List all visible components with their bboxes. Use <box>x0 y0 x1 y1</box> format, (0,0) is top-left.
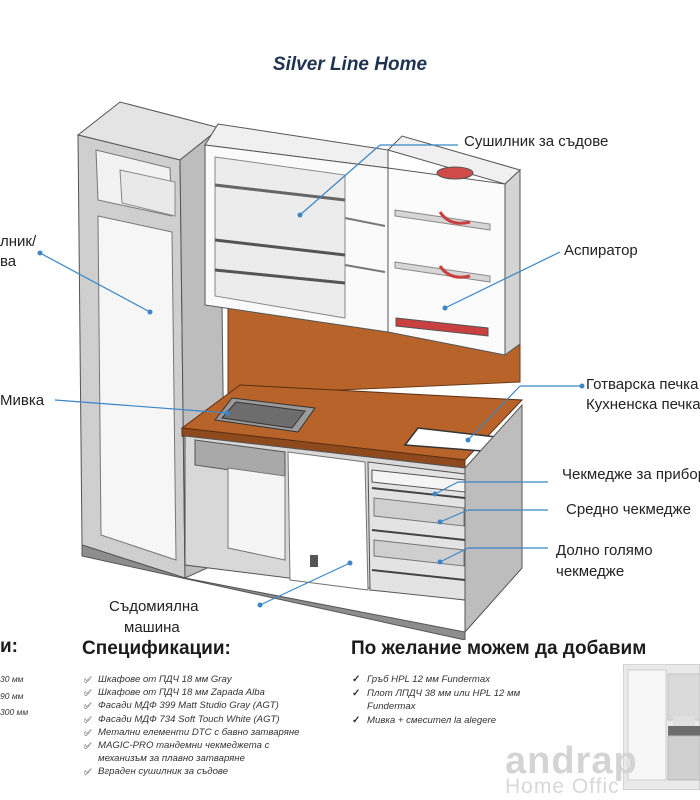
callout-dishwasher-1: Съдомиялна <box>109 598 199 615</box>
spec-item: ✅︎Шкафове от ПДЧ 18 мм Zapada Alba <box>84 686 308 699</box>
check-circle-icon: ✅︎ <box>84 727 92 738</box>
specs-heading: Спецификации: <box>82 638 231 659</box>
left-column-heading: и: <box>0 636 19 657</box>
optional-item: ✓Мивка + смесител la alegere <box>352 714 497 726</box>
callout-bottom-drawer-1: Долно голямо <box>556 542 653 559</box>
callout-bottom-drawer-2: чекмедже <box>556 563 625 580</box>
callout-sink: Мивка <box>0 392 45 409</box>
callout-left-fridge-2: ва <box>0 253 17 270</box>
spec-item: ✅︎Фасади МДФ 399 Matt Studio Gray (AGT) <box>84 699 308 712</box>
spec-item: ✅︎Метални елементи DTC с бавно затваряне <box>84 726 308 739</box>
spec-item: ✅︎Фасади МДФ 734 Soft Touch White (AGT) <box>84 713 308 726</box>
check-circle-icon: ✅︎ <box>84 714 92 725</box>
callout-middle-drawer: Средно чекмедже <box>566 501 691 518</box>
callout-dishwasher-2: машина <box>124 619 180 636</box>
optional-item: ✓Гръб HPL 12 мм Fundermax <box>352 674 490 685</box>
kitchen-illustration <box>37 101 585 640</box>
check-circle-icon: ✅︎ <box>84 767 92 778</box>
left-column-row: 300 мм <box>0 707 29 717</box>
optional-list: ✓Гръб HPL 12 мм Fundermax ✓Плот ЛПДЧ 38 … <box>352 673 542 727</box>
left-column-row: 90 мм <box>0 691 24 701</box>
optional-heading: По желание можем да добавим <box>351 638 647 659</box>
spec-item: ✅︎MAGIC-PRO тандемни чекмеджета с механи… <box>84 740 270 765</box>
checkmark-icon: ✓ <box>352 674 361 685</box>
callout-stove-1: Готварска печка <box>586 376 699 393</box>
kitchen-photo-thumbnail <box>623 664 700 790</box>
left-column-row: 30 мм <box>0 674 24 684</box>
check-circle-icon: ✅︎ <box>84 701 92 712</box>
page-title: Silver Line Home <box>272 54 428 75</box>
callout-left-fridge-1: лник/ <box>0 233 37 250</box>
specs-list: ✅︎Шкафове от ПДЧ 18 мм Gray ✅︎Шкафове от… <box>84 673 308 779</box>
optional-item: ✓Плот ЛПДЧ 38 мм или HPL 12 мм Fundermax <box>352 687 521 713</box>
callout-hood: Аспиратор <box>564 242 638 259</box>
spec-item: ✅︎Вграден сушилник за съдове <box>84 765 308 778</box>
brand-logo-subtext: Home Offic <box>505 775 620 798</box>
check-circle-icon: ✅︎ <box>84 675 92 685</box>
spec-item: ✅︎Шкафове от ПДЧ 18 мм Gray <box>84 673 308 686</box>
callout-cutlery-drawer: Чекмедже за прибори <box>562 466 700 483</box>
callout-stove-2: Кухненска печка <box>586 396 700 413</box>
check-circle-icon: ✅︎ <box>84 688 92 699</box>
checkmark-icon: ✓ <box>352 687 361 699</box>
check-circle-icon: ✅︎ <box>84 741 92 752</box>
callout-dryer: Сушилник за съдове <box>464 133 609 150</box>
checkmark-icon: ✓ <box>352 714 361 726</box>
brand-logo-text: andrap <box>505 740 638 782</box>
